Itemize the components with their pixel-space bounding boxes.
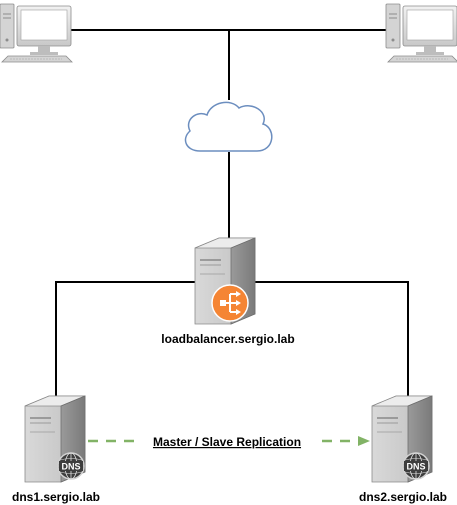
cloud-icon <box>184 101 273 152</box>
dns1-label: dns1.sergio.lab <box>12 490 100 504</box>
connection-lines <box>55 29 409 396</box>
client-right[interactable] <box>385 3 457 63</box>
loadbalancer-node[interactable]: loadbalancer.sergio.lab <box>161 237 295 346</box>
link-loadbalancer-to-dns1 <box>55 281 195 396</box>
replication-link: Master / Slave Replication <box>88 433 370 450</box>
dns2-node[interactable]: DNS dns2.sergio.lab <box>359 395 447 504</box>
desktop-computer-icon <box>0 3 73 63</box>
internet-cloud[interactable] <box>184 101 273 152</box>
desktop-computer-icon <box>385 3 457 63</box>
replication-arrow-head <box>358 436 370 446</box>
client-left[interactable] <box>0 3 73 63</box>
dns-badge-text: DNS <box>61 462 80 472</box>
link-loadbalancer-to-dns2 <box>255 281 409 396</box>
replication-label: Master / Slave Replication <box>153 435 301 449</box>
dns1-node[interactable]: DNS dns1.sergio.lab <box>12 395 100 504</box>
loadbalancer-label: loadbalancer.sergio.lab <box>161 332 294 346</box>
dns2-label: dns2.sergio.lab <box>359 490 447 504</box>
dns-globe-icon: DNS <box>57 452 85 480</box>
dns-globe-icon: DNS <box>402 452 430 480</box>
dns-badge-text: DNS <box>406 462 425 472</box>
load-balancer-icon <box>211 284 249 322</box>
replication-label-bg <box>138 433 316 450</box>
